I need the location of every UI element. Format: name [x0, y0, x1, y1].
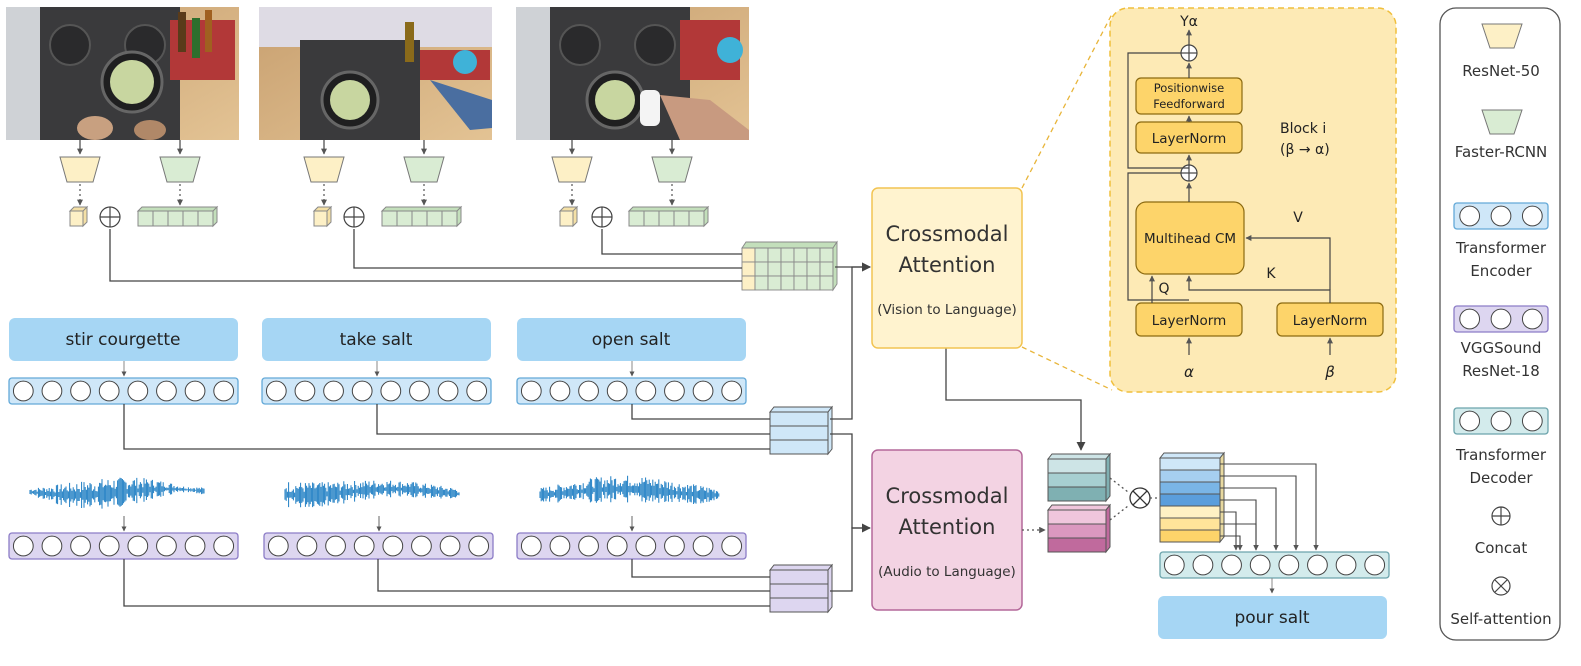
- video-frame-3: [516, 7, 749, 140]
- audio-attention-block: Crossmodal Attention (Audio to Language): [871, 449, 1023, 611]
- multihead-cm-label: Multihead CM: [1144, 231, 1236, 247]
- v-label: V: [1293, 210, 1303, 226]
- transformer-decoder-row: [1159, 551, 1390, 579]
- vision-attention-title-1: Crossmodal: [886, 222, 1009, 246]
- resnet-feature-cube-2: [313, 210, 328, 227]
- audio-attention-title-2: Attention: [899, 515, 996, 539]
- q-label: Q: [1158, 281, 1169, 297]
- verb-text-2: take salt: [340, 330, 413, 350]
- block-output-label: Yα: [1179, 14, 1198, 30]
- layernorm-q-box: [1135, 302, 1243, 337]
- self-attention-operator: [1109, 477, 1160, 521]
- resnet-trapezoid-3: [551, 156, 593, 183]
- video-frame-1: [6, 7, 239, 140]
- layernorm-kv-label: LayerNorm: [1293, 313, 1367, 329]
- verb-box-2: take salt: [262, 318, 491, 361]
- legend-encoder-1: Transformer: [1455, 239, 1547, 257]
- audio-feature-stack: [768, 563, 834, 614]
- legend-panel: ResNet-50 Faster-RCNN Transformer Encode…: [1439, 7, 1561, 641]
- decoder-output-box: pour salt: [1158, 596, 1387, 639]
- alpha-label: α: [1184, 363, 1194, 381]
- beta-label: β: [1324, 363, 1335, 381]
- zoom-line-bottom: [1021, 346, 1113, 391]
- text-feature-stack: [768, 405, 834, 456]
- text-encoder-row-1: [8, 377, 239, 405]
- extractor-group-3: [551, 140, 710, 228]
- audio-attention-title-1: Crossmodal: [886, 484, 1009, 508]
- layernorm-q-label: LayerNorm: [1152, 313, 1226, 329]
- extractor-group-1: [59, 140, 219, 228]
- frcnn-trapezoid-3: [651, 156, 693, 183]
- legend-encoder-2: Encoder: [1470, 262, 1532, 280]
- legend-frcnn: Faster-RCNN: [1455, 143, 1548, 161]
- vision-attention-subtitle: (Vision to Language): [877, 302, 1017, 318]
- layernorm-top-label: LayerNorm: [1152, 131, 1226, 147]
- legend-decoder-1: Transformer: [1455, 446, 1547, 464]
- frcnn-trapezoid-2: [403, 156, 445, 183]
- resnet-feature-cube-3: [559, 210, 574, 227]
- vgg-legend-icon: [1453, 305, 1549, 333]
- frcnn-trapezoid-1: [159, 156, 201, 183]
- connectors: [109, 229, 1086, 607]
- verb-text-1: stir courgette: [66, 330, 181, 350]
- frcnn-legend-icon: [1481, 109, 1523, 135]
- audio-waveforms: [29, 475, 720, 509]
- output-verb-text: pour salt: [1234, 608, 1309, 628]
- legend-resnet: ResNet-50: [1462, 62, 1540, 80]
- block-index-label: Block i: [1280, 121, 1326, 137]
- vision-attention-title-2: Attention: [899, 253, 996, 277]
- text-encoder-row-3: [516, 377, 747, 405]
- feature-extractors: [59, 140, 710, 228]
- vgg-row-1: [8, 532, 239, 560]
- verb-box-3: open salt: [517, 318, 746, 361]
- block-direction-label: (β → α): [1280, 142, 1330, 158]
- fused-to-decoder-lines: [1220, 463, 1319, 551]
- decoder-legend-icon: [1453, 407, 1549, 435]
- resnet-trapezoid-1: [59, 156, 101, 183]
- legend-vgg-2: ResNet-18: [1462, 362, 1540, 380]
- legend-decoder-2: Decoder: [1469, 469, 1533, 487]
- encoder-legend-icon: [1453, 202, 1549, 230]
- text-encoder-row-2: [261, 377, 492, 405]
- resnet-trapezoid-2: [303, 156, 345, 183]
- resnet-feature-cube-1: [69, 210, 84, 227]
- verb-box-1: stir courgette: [9, 318, 238, 361]
- legend-selfatt: Self-attention: [1450, 610, 1551, 628]
- verb-text-3: open salt: [592, 330, 671, 350]
- fused-feature-stack: [1158, 451, 1390, 579]
- concat-legend-icon: [1491, 506, 1511, 526]
- video-frame-2: [259, 7, 492, 140]
- vision-attention-block: Crossmodal Attention (Vision to Language…: [871, 187, 1023, 349]
- zoom-line-top: [1021, 13, 1113, 189]
- audio-attention-subtitle: (Audio to Language): [878, 564, 1016, 580]
- k-label: K: [1266, 266, 1276, 282]
- vgg-row-3: [516, 532, 747, 560]
- block-detail-panel: Yα Positionwise Feedforward LayerNorm Mu…: [1109, 7, 1397, 393]
- waveform-3: [539, 475, 720, 504]
- self-attention-legend-icon: [1491, 576, 1511, 596]
- visual-feature-stack: [741, 240, 838, 292]
- waveform-1: [29, 477, 205, 509]
- legend-vgg-1: VGGSound: [1461, 339, 1542, 357]
- multihead-cm-box: [1135, 201, 1245, 275]
- feedforward-label-2: Feedforward: [1153, 97, 1225, 111]
- resnet-legend-icon: [1481, 23, 1523, 49]
- attention-output-stacks: [1046, 452, 1112, 554]
- feedforward-label-1: Positionwise: [1154, 81, 1224, 95]
- vgg-row-2: [263, 532, 494, 560]
- waveform-2: [284, 480, 460, 508]
- legend-concat: Concat: [1475, 539, 1528, 557]
- extractor-group-2: [303, 140, 463, 228]
- token-rows: [8, 361, 747, 560]
